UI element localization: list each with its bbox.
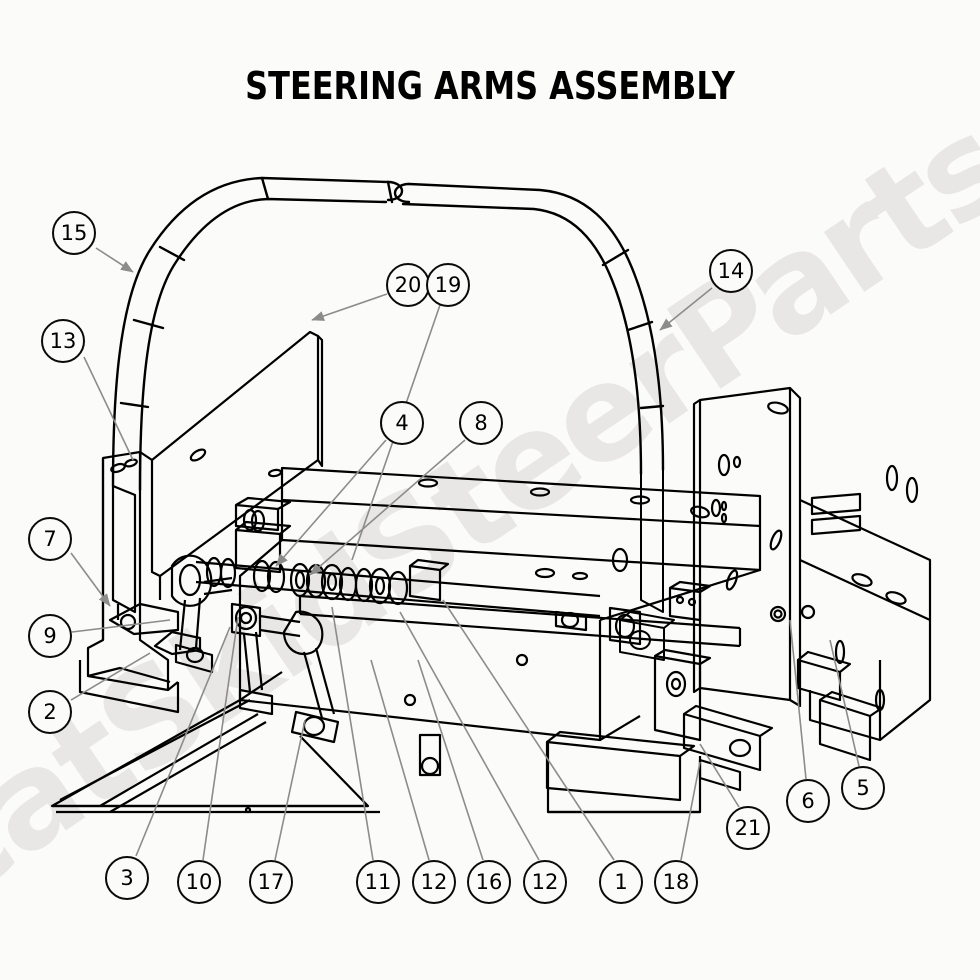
leader-line-21 <box>699 743 740 808</box>
callout-label: 11 <box>364 869 392 894</box>
right-side-panel <box>690 386 862 708</box>
callout-label: 1 <box>614 869 628 894</box>
callout-6[interactable]: 6 <box>786 779 830 823</box>
callout-label: 16 <box>475 869 503 894</box>
callout-label: 12 <box>420 869 448 894</box>
leader-line-15 <box>95 247 134 273</box>
callout-label: 4 <box>395 410 409 435</box>
page-title: STEERING ARMS ASSEMBLY <box>245 64 735 108</box>
leader-line-7 <box>70 552 111 607</box>
leader-line-20 <box>311 293 388 321</box>
callout-label: 15 <box>60 220 88 245</box>
leader-line-6 <box>789 619 807 780</box>
callout-13[interactable]: 13 <box>41 319 85 363</box>
leader-line-3 <box>135 626 231 857</box>
callout-label: 20 <box>394 272 422 297</box>
leader-line-9 <box>71 619 171 633</box>
leader-line-12 <box>399 611 540 861</box>
callout-label: 17 <box>257 869 285 894</box>
leader-line-5 <box>829 639 860 767</box>
leader-line-18 <box>680 761 701 861</box>
callout-label: 21 <box>734 815 762 840</box>
callout-19[interactable]: 19 <box>426 263 470 307</box>
callout-7[interactable]: 7 <box>28 517 72 561</box>
leader-line-12 <box>370 659 430 861</box>
callout-label: 18 <box>662 869 690 894</box>
callout-8[interactable]: 8 <box>459 401 503 445</box>
callout-18[interactable]: 18 <box>654 860 698 904</box>
left-side-panel <box>110 330 324 614</box>
callout-1[interactable]: 1 <box>599 860 643 904</box>
leader-line-2 <box>70 652 151 701</box>
callout-label: 2 <box>43 699 57 724</box>
callout-3[interactable]: 3 <box>105 856 149 900</box>
callout-17[interactable]: 17 <box>249 860 293 904</box>
callout-11[interactable]: 11 <box>356 860 400 904</box>
steering-shaft-and-bushings <box>195 496 601 618</box>
callout-label: 7 <box>43 526 57 551</box>
leader-line-10 <box>202 616 239 861</box>
right-mount-bracket-lower <box>608 606 774 792</box>
callout-14[interactable]: 14 <box>709 249 753 293</box>
callout-10[interactable]: 10 <box>177 860 221 904</box>
callout-label: 3 <box>120 865 134 890</box>
rops-steering-arm-tubes <box>111 176 665 492</box>
callout-label: 6 <box>801 788 815 813</box>
callout-label: 8 <box>474 410 488 435</box>
leader-line-8 <box>309 439 466 576</box>
leader-line-16 <box>417 659 484 861</box>
callout-12b[interactable]: 12 <box>523 860 567 904</box>
callout-4[interactable]: 4 <box>380 401 424 445</box>
callout-label: 9 <box>43 623 57 648</box>
leader-line-1 <box>442 599 615 861</box>
leader-line-17 <box>274 719 306 861</box>
floor-plate-left <box>50 699 380 814</box>
callout-15[interactable]: 15 <box>52 211 96 255</box>
callout-label: 14 <box>717 258 745 283</box>
left-pedal-and-linkage <box>78 554 233 714</box>
callout-12a[interactable]: 12 <box>412 860 456 904</box>
leader-line-11 <box>331 606 374 861</box>
callout-9[interactable]: 9 <box>28 614 72 658</box>
callout-5[interactable]: 5 <box>841 766 885 810</box>
leader-line-13 <box>83 356 134 461</box>
callout-21[interactable]: 21 <box>726 806 770 850</box>
right-arm-base <box>619 470 675 661</box>
lower-control-linkage <box>230 602 340 744</box>
callout-16[interactable]: 16 <box>467 860 511 904</box>
callout-label: 13 <box>49 328 77 353</box>
callout-label: 12 <box>531 869 559 894</box>
floor-plate-right <box>546 742 702 814</box>
callout-20[interactable]: 20 <box>386 263 430 307</box>
callout-label: 5 <box>856 775 870 800</box>
callout-label: 10 <box>185 869 213 894</box>
callout-2[interactable]: 2 <box>28 690 72 734</box>
upper-small-brackets <box>554 547 712 632</box>
right-rear-frame <box>796 464 932 762</box>
leader-line-4 <box>275 439 387 567</box>
leader-line-14 <box>659 287 713 331</box>
callout-label: 19 <box>434 272 462 297</box>
